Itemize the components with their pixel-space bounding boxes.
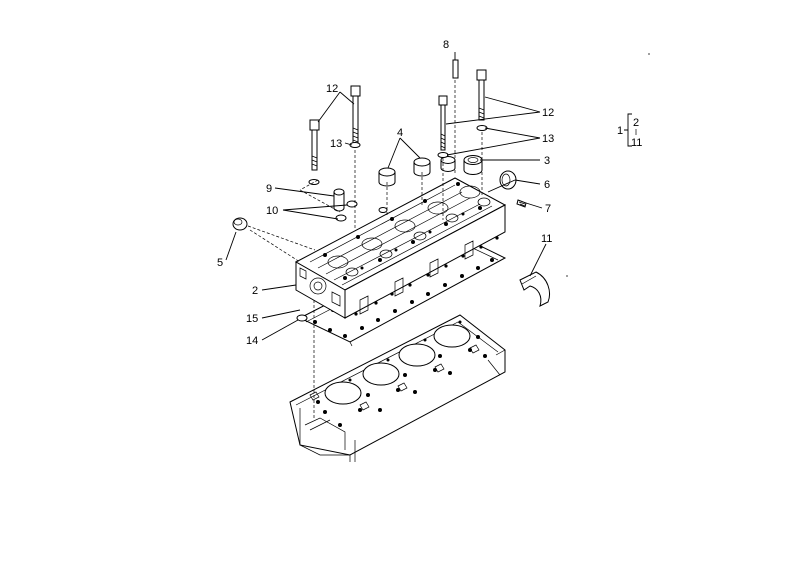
block-bore-1: [324, 381, 362, 405]
callout-11: 11: [541, 233, 552, 245]
cylinder-block: [289, 314, 506, 462]
leader-lines: [225, 52, 547, 418]
callout-5: 5: [217, 257, 223, 269]
cylinder-head: [294, 177, 507, 319]
cap-part-3: [463, 155, 483, 175]
callout-7: 7: [545, 203, 551, 215]
plug-part-5: [232, 217, 248, 231]
callout-13-right: 13: [542, 133, 554, 145]
callout-4: 4: [397, 127, 403, 139]
sleeve-part-9: [333, 188, 345, 212]
callout-12-left: 12: [326, 83, 338, 95]
callout-10: 10: [266, 205, 278, 217]
stud-part-7: [516, 199, 527, 208]
pin-part-8: [452, 59, 459, 79]
oring-part-14: [296, 314, 308, 322]
caps-part-4: [378, 156, 456, 187]
callout-8: 8: [443, 39, 449, 51]
plug-part-6: [499, 170, 517, 190]
elbow-part-11: [519, 271, 550, 307]
callout-12-right: 12: [542, 107, 554, 119]
callout-labels: 8 12 12 13 13 4 3 6 7 11 9 10 5 2 15 14: [217, 39, 554, 347]
legend-parent: 1: [617, 125, 623, 137]
callout-2: 2: [252, 285, 258, 297]
assembly-legend: 1 2 11: [617, 113, 642, 149]
block-bore-3: [398, 343, 436, 367]
callout-3: 3: [544, 155, 550, 167]
callout-13-left: 13: [330, 138, 342, 150]
callout-9: 9: [266, 183, 272, 195]
callout-15: 15: [246, 313, 258, 325]
callout-6: 6: [544, 179, 550, 191]
head-bolts-part-12: [309, 69, 487, 171]
legend-child-11: 11: [631, 137, 642, 149]
block-bore-2: [362, 362, 400, 386]
legend-child-2: 2: [633, 117, 639, 129]
callout-14: 14: [246, 335, 258, 347]
washers-part-10: [335, 200, 388, 222]
block-bore-4: [433, 324, 471, 348]
